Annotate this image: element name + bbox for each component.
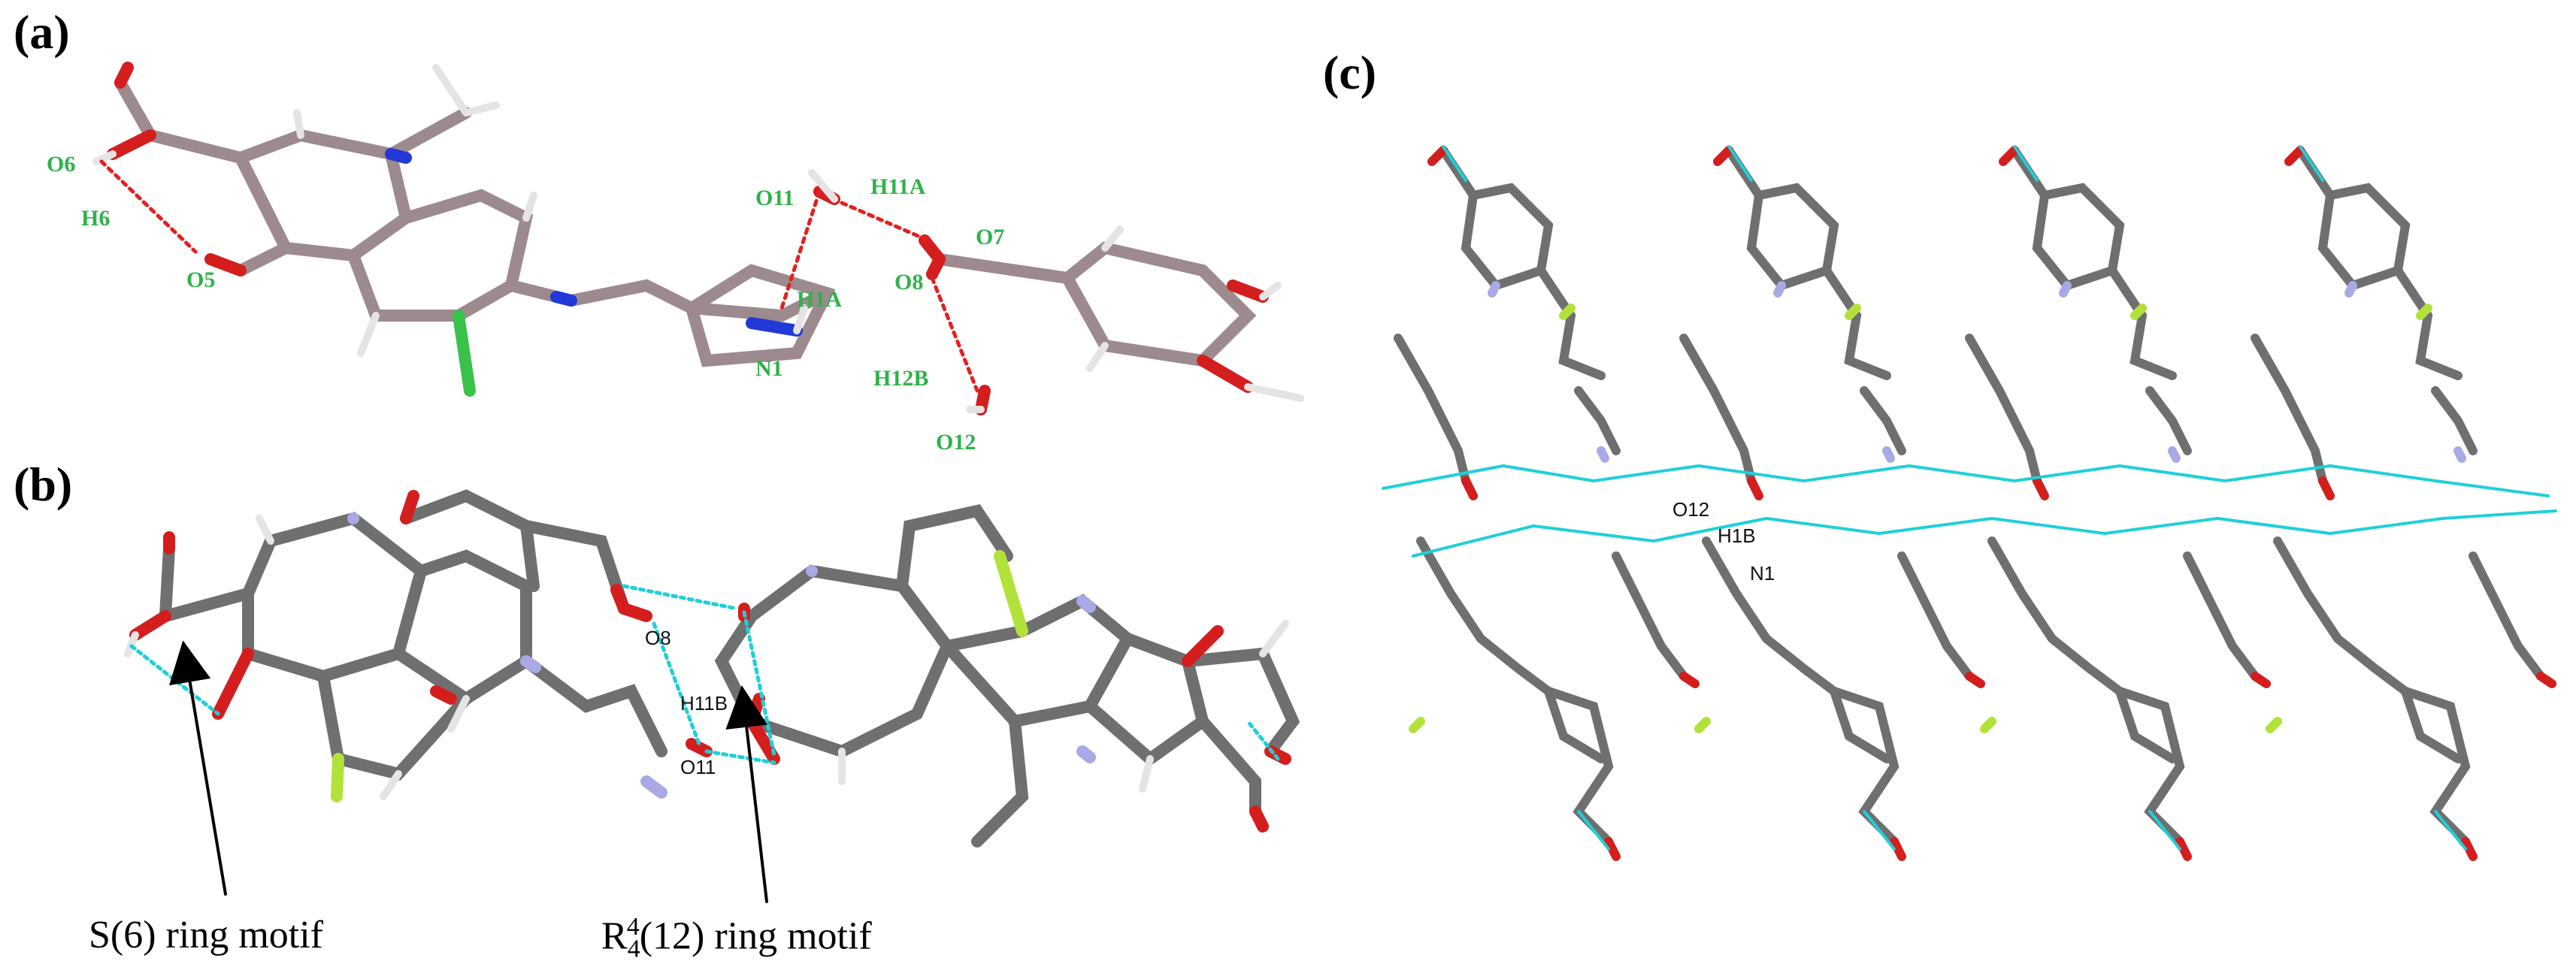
caption-r-sup: 4 — [626, 913, 640, 941]
arrow-s6 — [169, 640, 227, 896]
panel-c-crystal-packing: O12 H1B N1 — [1382, 145, 2557, 861]
panel-c-letter: (c) — [1323, 46, 1377, 99]
atom-label-n1: N1 — [755, 356, 783, 381]
atom-label-h11b-b: H11B — [680, 692, 728, 715]
atom-label-o12: O12 — [936, 430, 976, 455]
atom-label-h11a: H11A — [870, 174, 926, 199]
atom-label-n1-c: N1 — [1750, 562, 1775, 585]
atom-label-o5: O5 — [186, 267, 215, 292]
atom-label-o12-c: O12 — [1672, 498, 1709, 521]
atom-label-h1b-c: H1B — [1718, 524, 1756, 547]
panel-b-letter: (b) — [14, 458, 73, 511]
atom-label-o8-b: O8 — [645, 627, 671, 649]
caption-r-sub: 4 — [627, 935, 640, 963]
caption-r-rest: (12) ring motif — [639, 914, 872, 958]
atom-label-o11: O11 — [755, 186, 795, 210]
atom-label-o6: O6 — [47, 152, 75, 177]
atom-label-h12b: H12B — [873, 366, 928, 391]
caption-r-main: R — [601, 914, 628, 958]
atom-label-o7: O7 — [976, 225, 1004, 249]
atom-label-o11-b: O11 — [680, 756, 716, 778]
atom-label-h6: H6 — [81, 206, 110, 231]
panel-b-hydrogen-bond-dimer: O8 H11B O11 — [124, 489, 1300, 903]
panel-a-letter: (a) — [14, 5, 70, 59]
caption-r44-ring-motif: R44(12) ring motif — [601, 913, 872, 964]
panel-a-asymmetric-unit: O6 H6 O5 O11 H11A H1A N1 O7 O8 H12B O12 — [47, 62, 1304, 455]
arrow-r44-12 — [725, 685, 768, 903]
atom-label-h1a: H1A — [797, 287, 842, 312]
caption-s6-ring-motif: S(6) ring motif — [89, 914, 323, 956]
atom-label-o8: O8 — [894, 270, 923, 295]
